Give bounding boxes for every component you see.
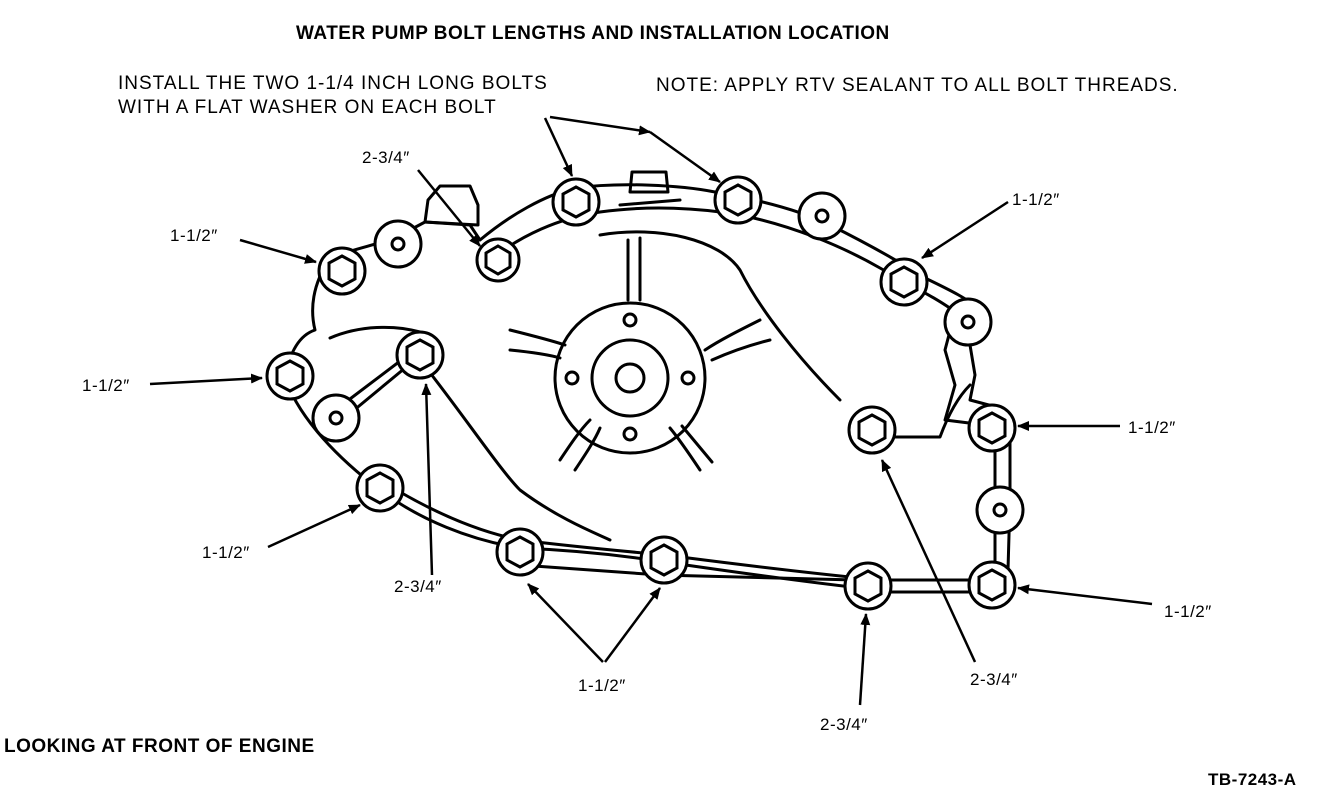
- bolt-inner-right-hex: [847, 405, 897, 455]
- install-note-line-2: WITH A FLAT WASHER ON EACH BOLT: [118, 97, 497, 118]
- pump-hub: [553, 301, 707, 455]
- diagram-title: WATER PUMP BOLT LENGTHS AND INSTALLATION…: [296, 23, 890, 44]
- label-left-mid-1-1-2: 1-1/2″: [82, 376, 130, 395]
- label-top-left-2-3-4: 2-3/4″: [362, 148, 410, 167]
- label-left-lower-1-1-2: 1-1/2″: [202, 543, 250, 562]
- label-bottom-right-2-3-4: 2-3/4″: [820, 715, 868, 734]
- round-studs: [311, 191, 1025, 535]
- bolt-right-upper-hex: [879, 257, 929, 307]
- bolt-top-center-hex: [551, 177, 601, 227]
- figure-id: TB-7243-A: [1208, 770, 1297, 789]
- bolt-right-lower-hex: [967, 560, 1017, 610]
- bolt-left-inner-hex: [395, 330, 445, 380]
- view-orientation-label: LOOKING AT FRONT OF ENGINE: [4, 736, 315, 757]
- rtv-sealant-note: NOTE: APPLY RTV SEALANT TO ALL BOLT THRE…: [656, 75, 1179, 96]
- label-bottom-pair-1-1-2: 1-1/2″: [578, 676, 626, 695]
- label-right-upper-1-1-2: 1-1/2″: [1012, 190, 1060, 209]
- bolt-top-right-hex: [713, 175, 763, 225]
- top-center-boss: [628, 170, 670, 194]
- label-inner-right-2-3-4: 2-3/4″: [970, 670, 1018, 689]
- bolt-left-mid-hex: [265, 351, 315, 401]
- bolt-bottom-right-hex: [843, 561, 893, 611]
- stud-top-left: [373, 219, 423, 269]
- label-left-inner-2-3-4: 2-3/4″: [394, 577, 442, 596]
- leader-arrows: [149, 115, 1153, 706]
- stud-left-lower: [311, 393, 361, 443]
- bolt-bottom-left-hex: [495, 527, 545, 577]
- top-bracket: [423, 184, 480, 227]
- stud-right-upper: [943, 297, 993, 347]
- inner-volute: [598, 230, 842, 402]
- bolt-right-mid-hex: [967, 403, 1017, 453]
- install-note: INSTALL THE TWO 1-1/4 INCH LONG BOLTS WI…: [118, 72, 548, 120]
- stud-right-mid: [975, 485, 1025, 535]
- bolt-left-lower-hex: [355, 463, 405, 513]
- label-right-lower-1-1-2: 1-1/2″: [1164, 602, 1212, 621]
- bolt-bottom-center-hex: [639, 535, 689, 585]
- bolt-heads: [265, 175, 1017, 611]
- label-left-upper-1-1-2: 1-1/2″: [170, 226, 218, 245]
- bolt-top-left-hex: [317, 246, 367, 296]
- install-note-line-1: INSTALL THE TWO 1-1/4 INCH LONG BOLTS: [118, 73, 548, 94]
- label-right-mid-1-1-2: 1-1/2″: [1128, 418, 1176, 437]
- bolt-top-inner-hex: [475, 237, 521, 283]
- stud-top-right: [797, 191, 847, 241]
